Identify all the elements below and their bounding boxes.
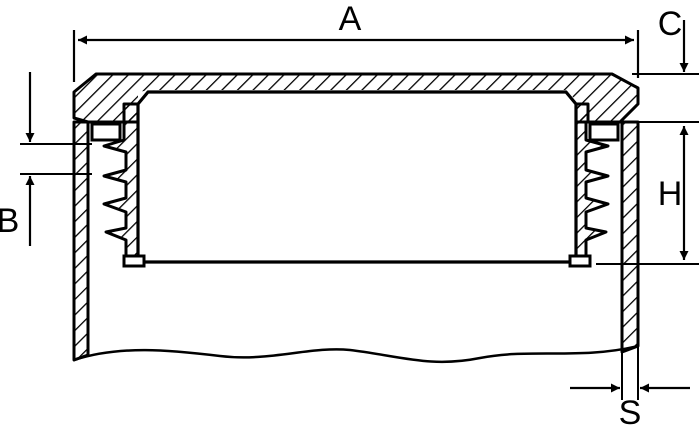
dimension-c: C [632,5,699,75]
label-s: S [619,394,642,427]
label-h: H [658,175,683,213]
cap-inner-body [136,90,578,264]
dimension-s: S [570,346,690,427]
dimension-a: A [72,0,640,82]
dimension-b: B [0,72,92,246]
tube-break-line [73,344,639,364]
label-b: B [0,202,19,240]
cap-left-ribs [86,102,140,264]
cap-right-base-strip [568,254,592,268]
cap-left-base-strip [122,254,146,268]
dimension-h: H [596,121,699,265]
label-c: C [658,5,683,43]
label-a: A [339,0,362,38]
tube-left-wall [72,120,90,362]
cap-right-ribs [574,102,624,264]
tube-right-wall [620,120,640,354]
